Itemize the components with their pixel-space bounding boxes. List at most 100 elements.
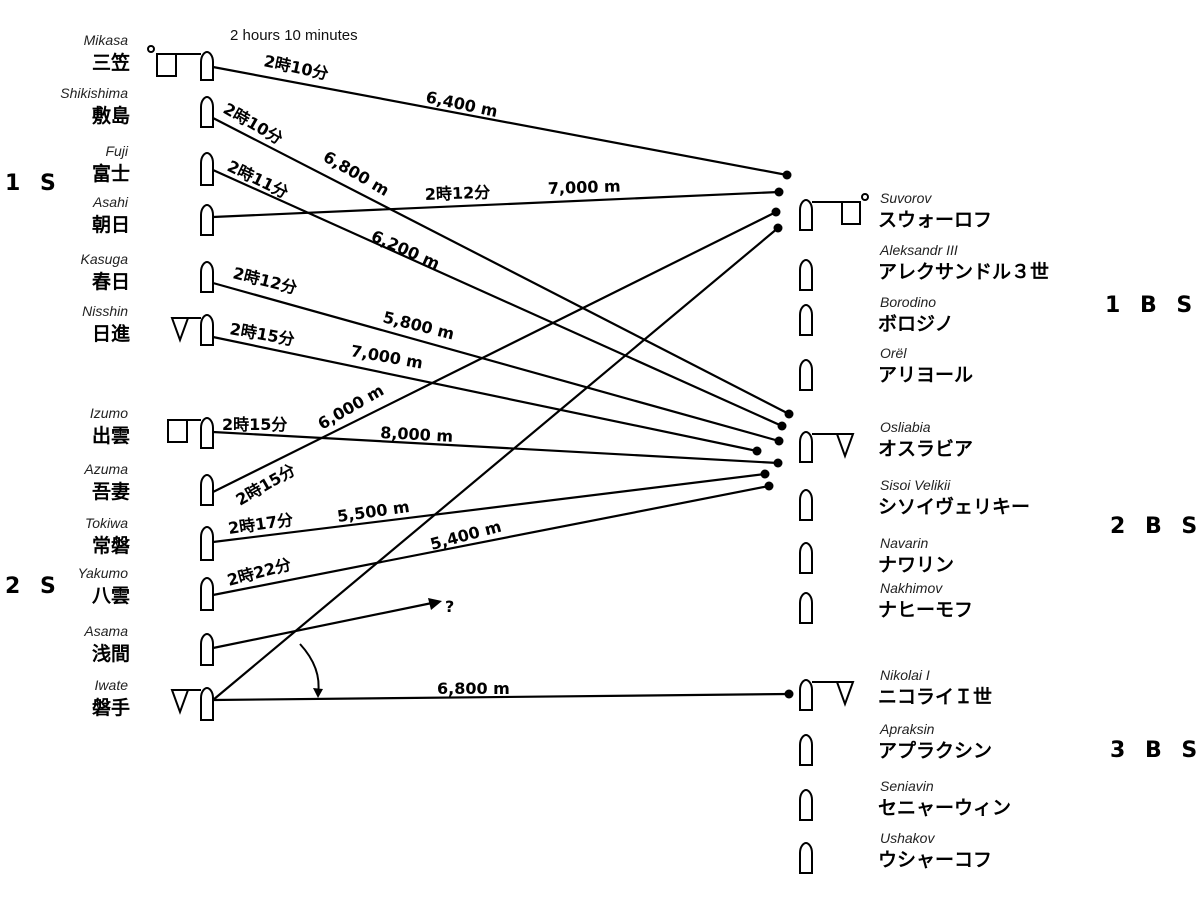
russian-ship-icon: [799, 488, 813, 521]
japanese-ship-name-en: Izumo: [90, 405, 128, 421]
line-of-fire: [212, 335, 758, 453]
fire-label: 6,200 m: [368, 226, 442, 273]
japanese-ship-icon: [200, 50, 214, 81]
russian-ship-name-jp: セニャーウィン: [878, 797, 1011, 819]
japanese-ship-name-en: Asama: [83, 623, 128, 639]
arrow-head-icon: [313, 688, 323, 698]
japanese-ship-name-jp: 八雲: [92, 585, 130, 607]
russian-ship-name-en: Seniavin: [880, 778, 934, 794]
russian-ship-icon: [799, 591, 813, 624]
line-of-fire-unknown: [212, 601, 433, 650]
japanese-ship-name-jp: 出雲: [92, 424, 130, 447]
japanese-ship-name-en: Asahi: [92, 194, 129, 210]
fire-label: 2時15分: [222, 415, 287, 434]
russian-ship-name-en: Aleksandr III: [879, 242, 958, 258]
russian-ship-name-en: Nakhimov: [880, 580, 943, 596]
line-of-fire: [212, 65, 788, 177]
line-of-fire: [212, 281, 780, 443]
division-flag-triangle-icon: [170, 689, 201, 715]
russian-ship-name-jp: ボロジノ: [878, 313, 954, 335]
target-dot: [777, 421, 787, 431]
russian-ship-name-jp: アプラクシン: [878, 739, 992, 762]
russian-ship-name-jp: オスラビア: [878, 438, 973, 460]
target-dot: [774, 187, 784, 197]
target-dot: [784, 689, 794, 699]
fire-label: 2時15分: [233, 460, 299, 509]
division-flag-triangle-icon: [170, 317, 201, 343]
russian-ship-icon: [799, 788, 813, 821]
flagship-square-icon: [156, 53, 201, 77]
russian-ship-name-jp: アリヨール: [878, 364, 973, 386]
russian-ship-icon: [799, 841, 813, 874]
division-flag-triangle-icon: [812, 681, 855, 707]
flag-pennant-icon: [147, 45, 155, 53]
fire-label: 2時22分: [225, 555, 293, 590]
russian-ship-name-en: Suvorov: [880, 190, 932, 206]
japanese-ship-name-en: Fuji: [105, 143, 128, 159]
fire-label: 5,800 m: [381, 307, 456, 343]
japanese-ship-icon: [200, 313, 214, 346]
group-label-3bs: 3 B S: [1110, 738, 1197, 763]
japanese-ship-name-jp: 日進: [92, 323, 130, 345]
japanese-ship-icon: [200, 473, 214, 506]
russian-ship-icon: [799, 198, 813, 231]
flagship-square-icon: [167, 419, 201, 443]
fire-label: 2時15分: [228, 319, 296, 349]
japanese-ship-icon: [200, 95, 214, 128]
target-dot: [773, 458, 783, 468]
russian-ship-icon: [799, 430, 813, 463]
japanese-ship-name-en: Tokiwa: [85, 515, 128, 531]
japanese-ship-name-en: Mikasa: [84, 32, 129, 48]
fire-label: 7,000 m: [547, 176, 620, 198]
japanese-ship-icon: [200, 260, 214, 293]
fire-label: 8,000 m: [380, 423, 454, 446]
russian-ship-name-en: Apraksin: [879, 721, 935, 737]
line-of-fire: [212, 692, 790, 702]
russian-ship-name-jp: ウシャーコフ: [878, 849, 992, 871]
fire-label: 6,800 m: [437, 679, 510, 698]
russian-ship-name-en: Nikolai I: [880, 667, 930, 683]
arrow-head-icon: [428, 598, 442, 610]
fire-label: 2時12分: [231, 263, 299, 297]
fire-label: 2時10分: [220, 99, 286, 148]
fire-label: ?: [445, 597, 454, 616]
japanese-ship-name-en: Nisshin: [82, 303, 128, 319]
division-flag-triangle-icon: [812, 433, 855, 459]
russian-ship-icon: [799, 541, 813, 574]
japanese-ship-icon: [200, 686, 214, 721]
target-dot: [773, 223, 783, 233]
target-dot: [784, 409, 794, 419]
japanese-ship-name-jp: 朝日: [92, 214, 130, 236]
japanese-ship-name-en: Shikishima: [60, 85, 128, 101]
caption: 2 hours 10 minutes: [230, 27, 358, 44]
russian-ship-name-en: Ushakov: [880, 830, 935, 846]
japanese-ship-icon: [200, 416, 214, 449]
line-of-fire: [212, 211, 777, 493]
russian-ship-name-en: Sisoi Velikii: [880, 477, 951, 493]
russian-ship-icon: [799, 358, 813, 391]
target-dot: [782, 170, 792, 180]
group-label-2bs: 2 B S: [1110, 514, 1197, 539]
angle-arc: [299, 643, 320, 695]
japanese-ship-name-jp: 三笠: [92, 51, 130, 74]
group-label-1s: 1 S: [5, 171, 62, 196]
japanese-ship-name-jp: 常磐: [92, 534, 130, 557]
russian-ship-name-en: Borodino: [880, 294, 936, 310]
line-of-fire: [212, 430, 779, 465]
japanese-ship-name-jp: 浅間: [92, 642, 130, 665]
target-dot: [774, 436, 784, 446]
japanese-ship-name-jp: 春日: [92, 270, 130, 293]
fire-label: 6,400 m: [424, 87, 499, 121]
flag-pennant-icon: [861, 193, 869, 201]
line-of-fire: [212, 484, 770, 597]
russian-ship-name-en: Navarin: [880, 535, 928, 551]
russian-ship-name-en: Orël: [880, 345, 907, 361]
japanese-ship-name-en: Kasuga: [81, 251, 129, 267]
russian-ship-name-jp: ニコライＩ世: [878, 686, 992, 708]
fire-label: 2時12分: [424, 183, 490, 204]
russian-ship-icon: [799, 258, 813, 291]
russian-ship-name-jp: ナヒーモフ: [878, 599, 973, 621]
line-of-fire: [212, 227, 779, 701]
japanese-ship-icon: [200, 632, 214, 666]
